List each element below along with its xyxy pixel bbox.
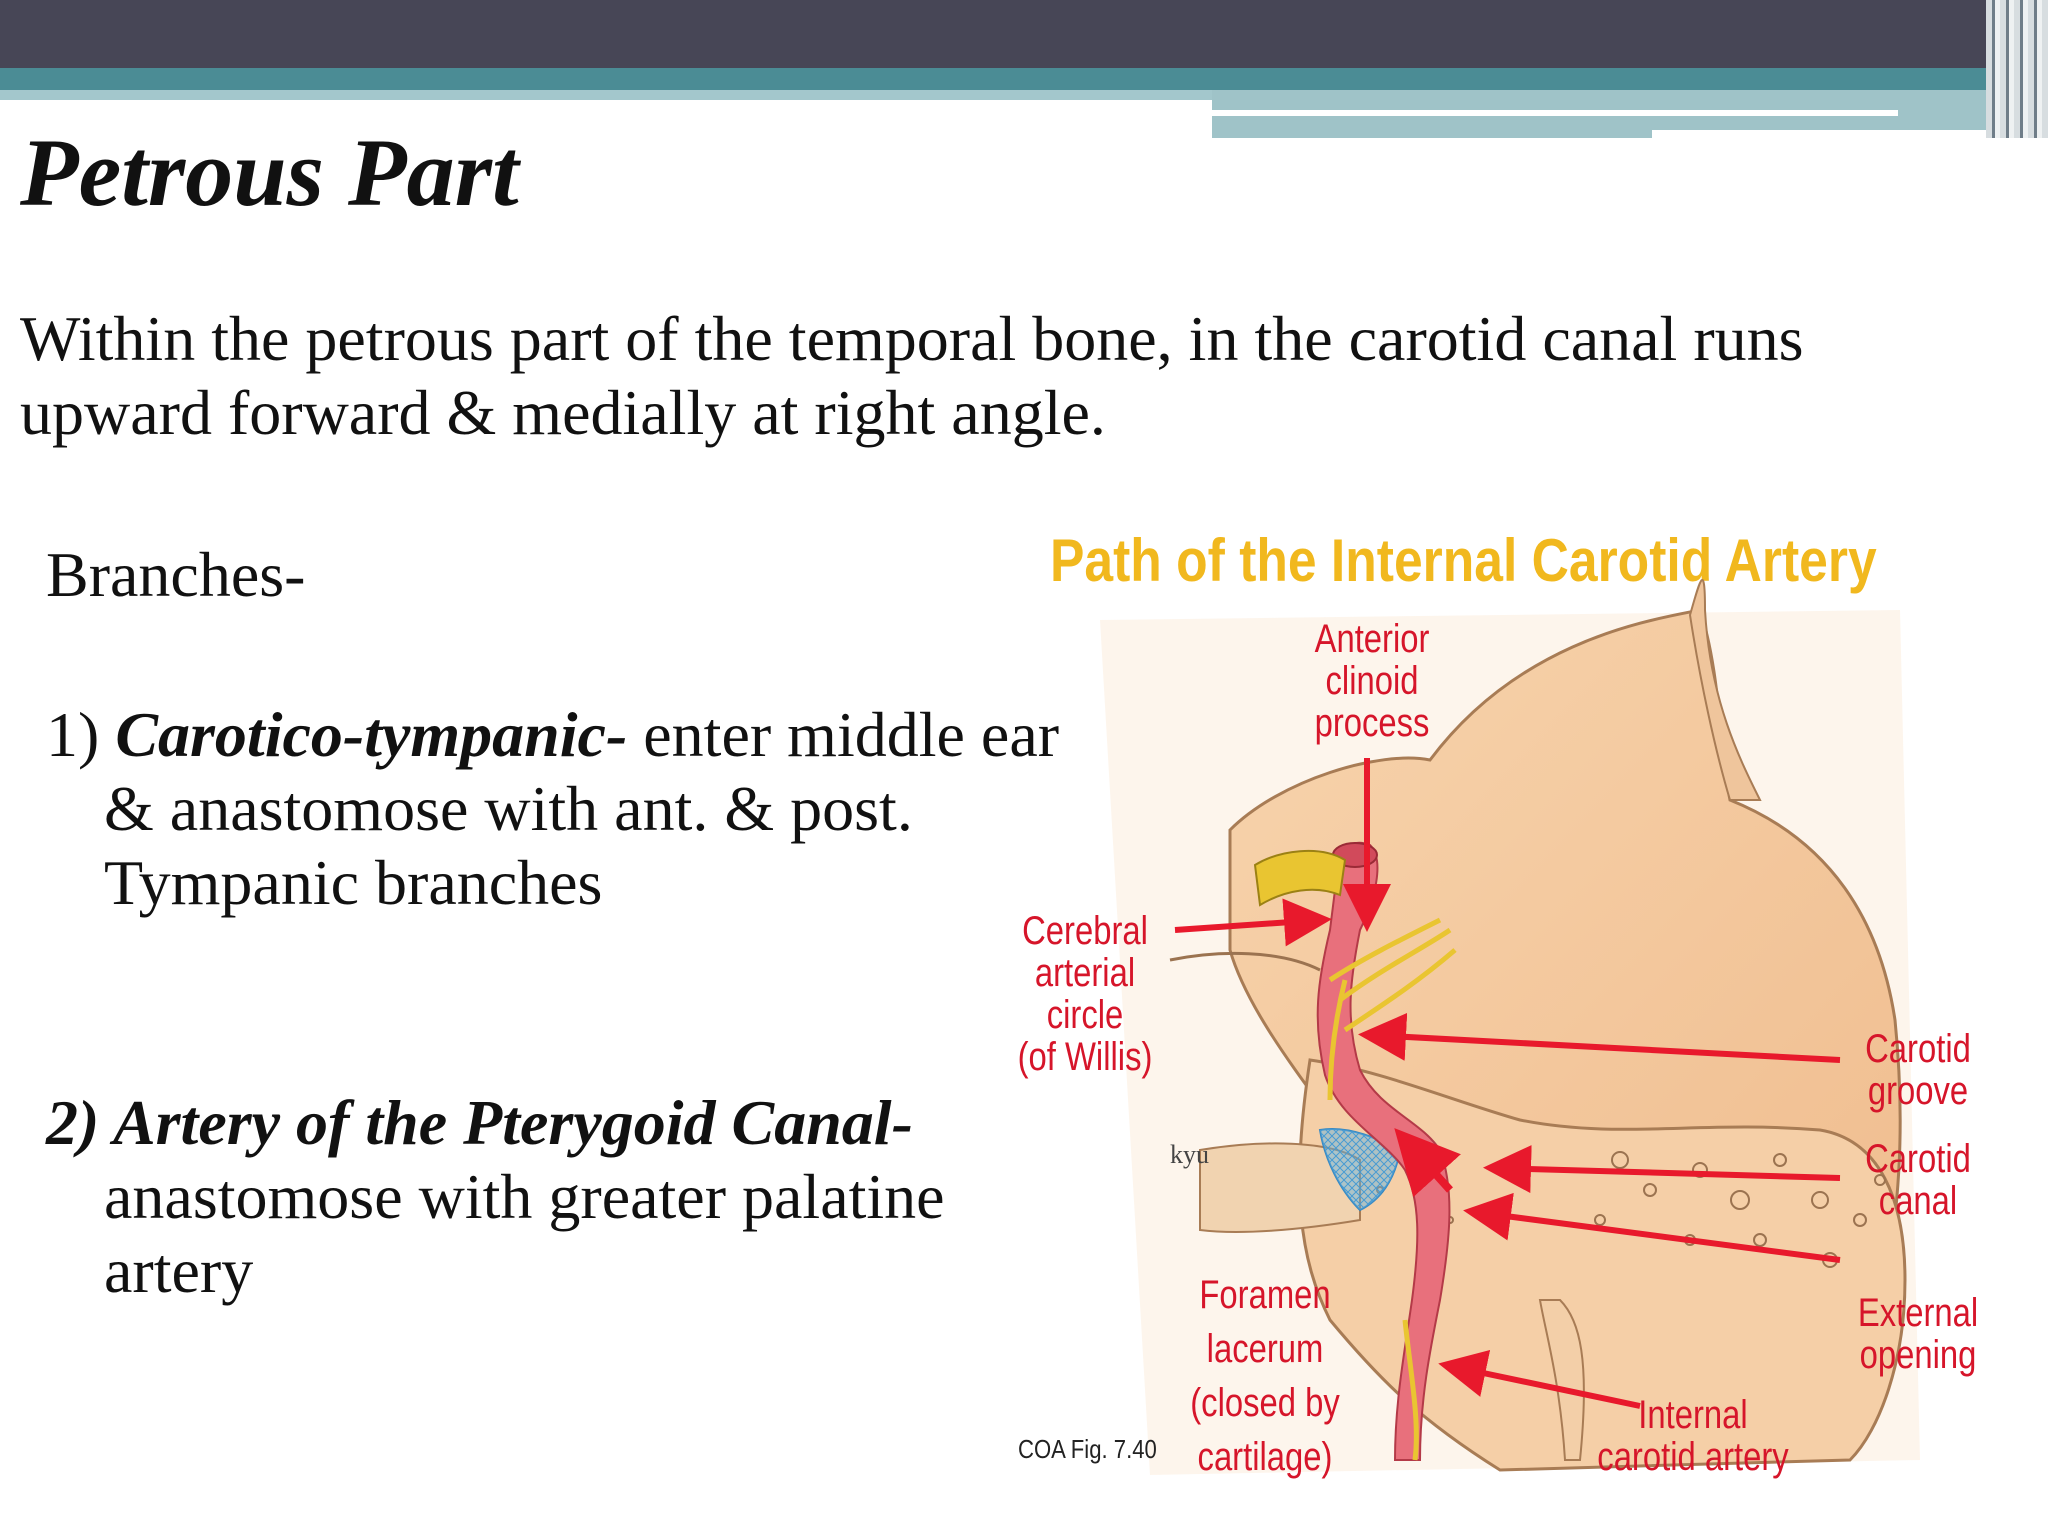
header-light-band (0, 90, 1212, 100)
figure-credit: COA Fig. 7.40 (1018, 1434, 1157, 1464)
intro-paragraph: Within the petrous part of the temporal … (20, 303, 1804, 448)
label-anterior-clinoid: Anterior clinoid process (1314, 617, 1430, 745)
branch-name: Artery of the Pterygoid Canal (112, 1087, 892, 1158)
label-foramen-lacerum: Foramen lacerum (closed by cartilage) (1190, 1273, 1340, 1479)
branches-heading: Branches- (46, 539, 306, 610)
branch-item-2: 2) Artery of the Pterygoid Canal- anasto… (46, 1086, 1064, 1308)
cartilage-fill (1320, 1129, 1400, 1210)
sympathetic-nerves (1327, 917, 1457, 1461)
label-external-opening: External opening (1857, 1291, 1979, 1377)
course-arrow (1394, 1128, 1461, 1198)
figure-title: Path of the Internal Carotid Artery (1050, 527, 1877, 594)
branch-name: Carotico-tympanic (115, 699, 606, 770)
bone-clinoid-ridge (1688, 579, 1762, 801)
optic-nerve (1253, 849, 1347, 907)
header-deco-line (1212, 110, 1898, 116)
label-carotid-groove: Carotid groove (1865, 1027, 1971, 1113)
header-deco-line (1652, 130, 2012, 138)
bone-left-crest (1169, 951, 1321, 972)
branch-description: anastomose with greater palatine artery (104, 1161, 945, 1306)
branch-dash: - (605, 699, 644, 770)
slide-title: Petrous Part (20, 119, 519, 226)
branch-item-1: 1) Carotico-tympanic- enter middle ear &… (46, 698, 1064, 920)
bone-styloid (1538, 1299, 1585, 1461)
bone-left-shelf (1199, 1142, 1361, 1233)
branch-number: 2) (46, 1087, 113, 1158)
header-stripes (1986, 0, 2048, 138)
branch-number: 1) (46, 699, 116, 770)
anatomy-figure (1000, 500, 2020, 1500)
branch-description: enter middle ear & anastomose with ant. … (104, 699, 1060, 918)
anatomy-illustration (1100, 579, 1920, 1475)
header-teal-band (0, 68, 2048, 90)
cartilage (1318, 1128, 1402, 1212)
label-cerebral-circle: Cerebral arterial circle (of Willis) (1017, 909, 1153, 1079)
label-internal-carotid: Internal carotid artery (1597, 1393, 1789, 1479)
header-bar (0, 0, 2048, 68)
branch-dash: - (891, 1087, 913, 1158)
label-arrows (1174, 758, 1841, 1409)
illustrator-signature: kyu (1170, 1140, 1209, 1169)
label-carotid-canal: Carotid canal (1865, 1137, 1971, 1223)
